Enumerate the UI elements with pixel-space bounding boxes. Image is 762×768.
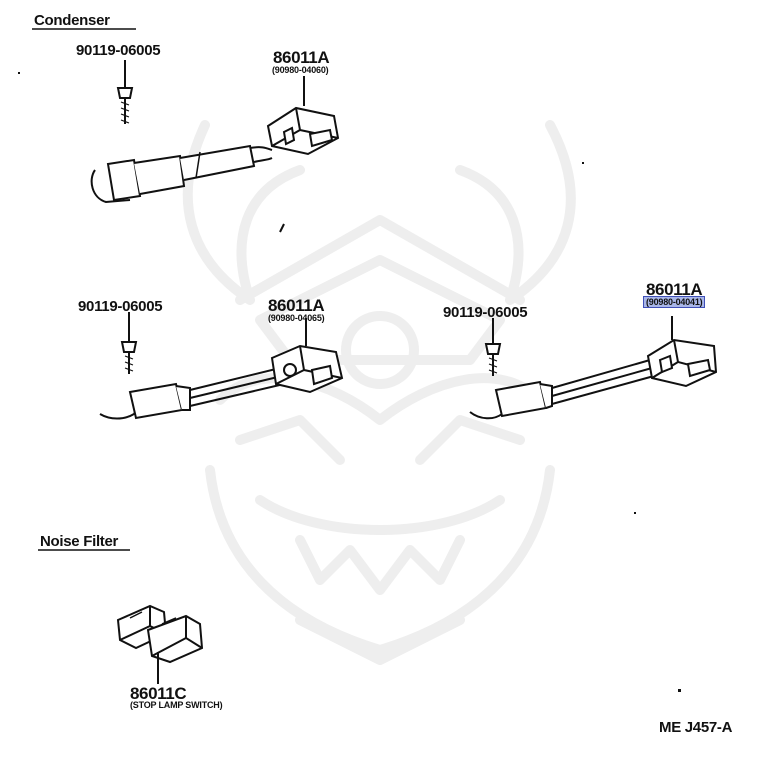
part-label-top-harness[interactable]: 86011A — [273, 48, 330, 67]
section-title-noise-filter: Noise Filter — [40, 533, 119, 550]
connector-icon — [270, 318, 344, 394]
part-sub-noise-filter: (STOP LAMP SWITCH) — [130, 700, 223, 710]
noise-filter-icon — [116, 604, 204, 684]
condenser-icon — [99, 367, 285, 420]
part-label-left-bolt[interactable]: 90119-06005 — [78, 298, 163, 315]
connector-icon — [266, 76, 340, 156]
condenser-icon — [90, 144, 273, 204]
part-sub-left-harness: (90980-04065) — [268, 313, 325, 323]
condenser-icon — [469, 359, 655, 420]
scan-specks — [18, 72, 681, 692]
part-label-right-bolt[interactable]: 90119-06005 — [443, 304, 528, 321]
part-label-right-harness[interactable]: 86011A — [646, 280, 703, 299]
part-label-noise-filter[interactable]: 86011C — [130, 684, 187, 703]
diagram-code: ME J457-A — [659, 719, 733, 736]
connector-icon — [646, 316, 718, 388]
samurai-helmet-watermark — [182, 120, 576, 665]
bolt-icon — [116, 60, 134, 124]
part-label-top-bolt[interactable]: 90119-06005 — [76, 42, 161, 59]
part-sub-top-harness: (90980-04060) — [272, 65, 329, 75]
bolt-icon — [120, 312, 138, 374]
part-sub-right-harness-highlighted[interactable]: (90980-04041) — [643, 296, 706, 308]
part-label-left-harness[interactable]: 86011A — [268, 296, 325, 315]
bolt-icon — [484, 318, 502, 376]
section-title-condenser: Condenser — [34, 12, 110, 29]
